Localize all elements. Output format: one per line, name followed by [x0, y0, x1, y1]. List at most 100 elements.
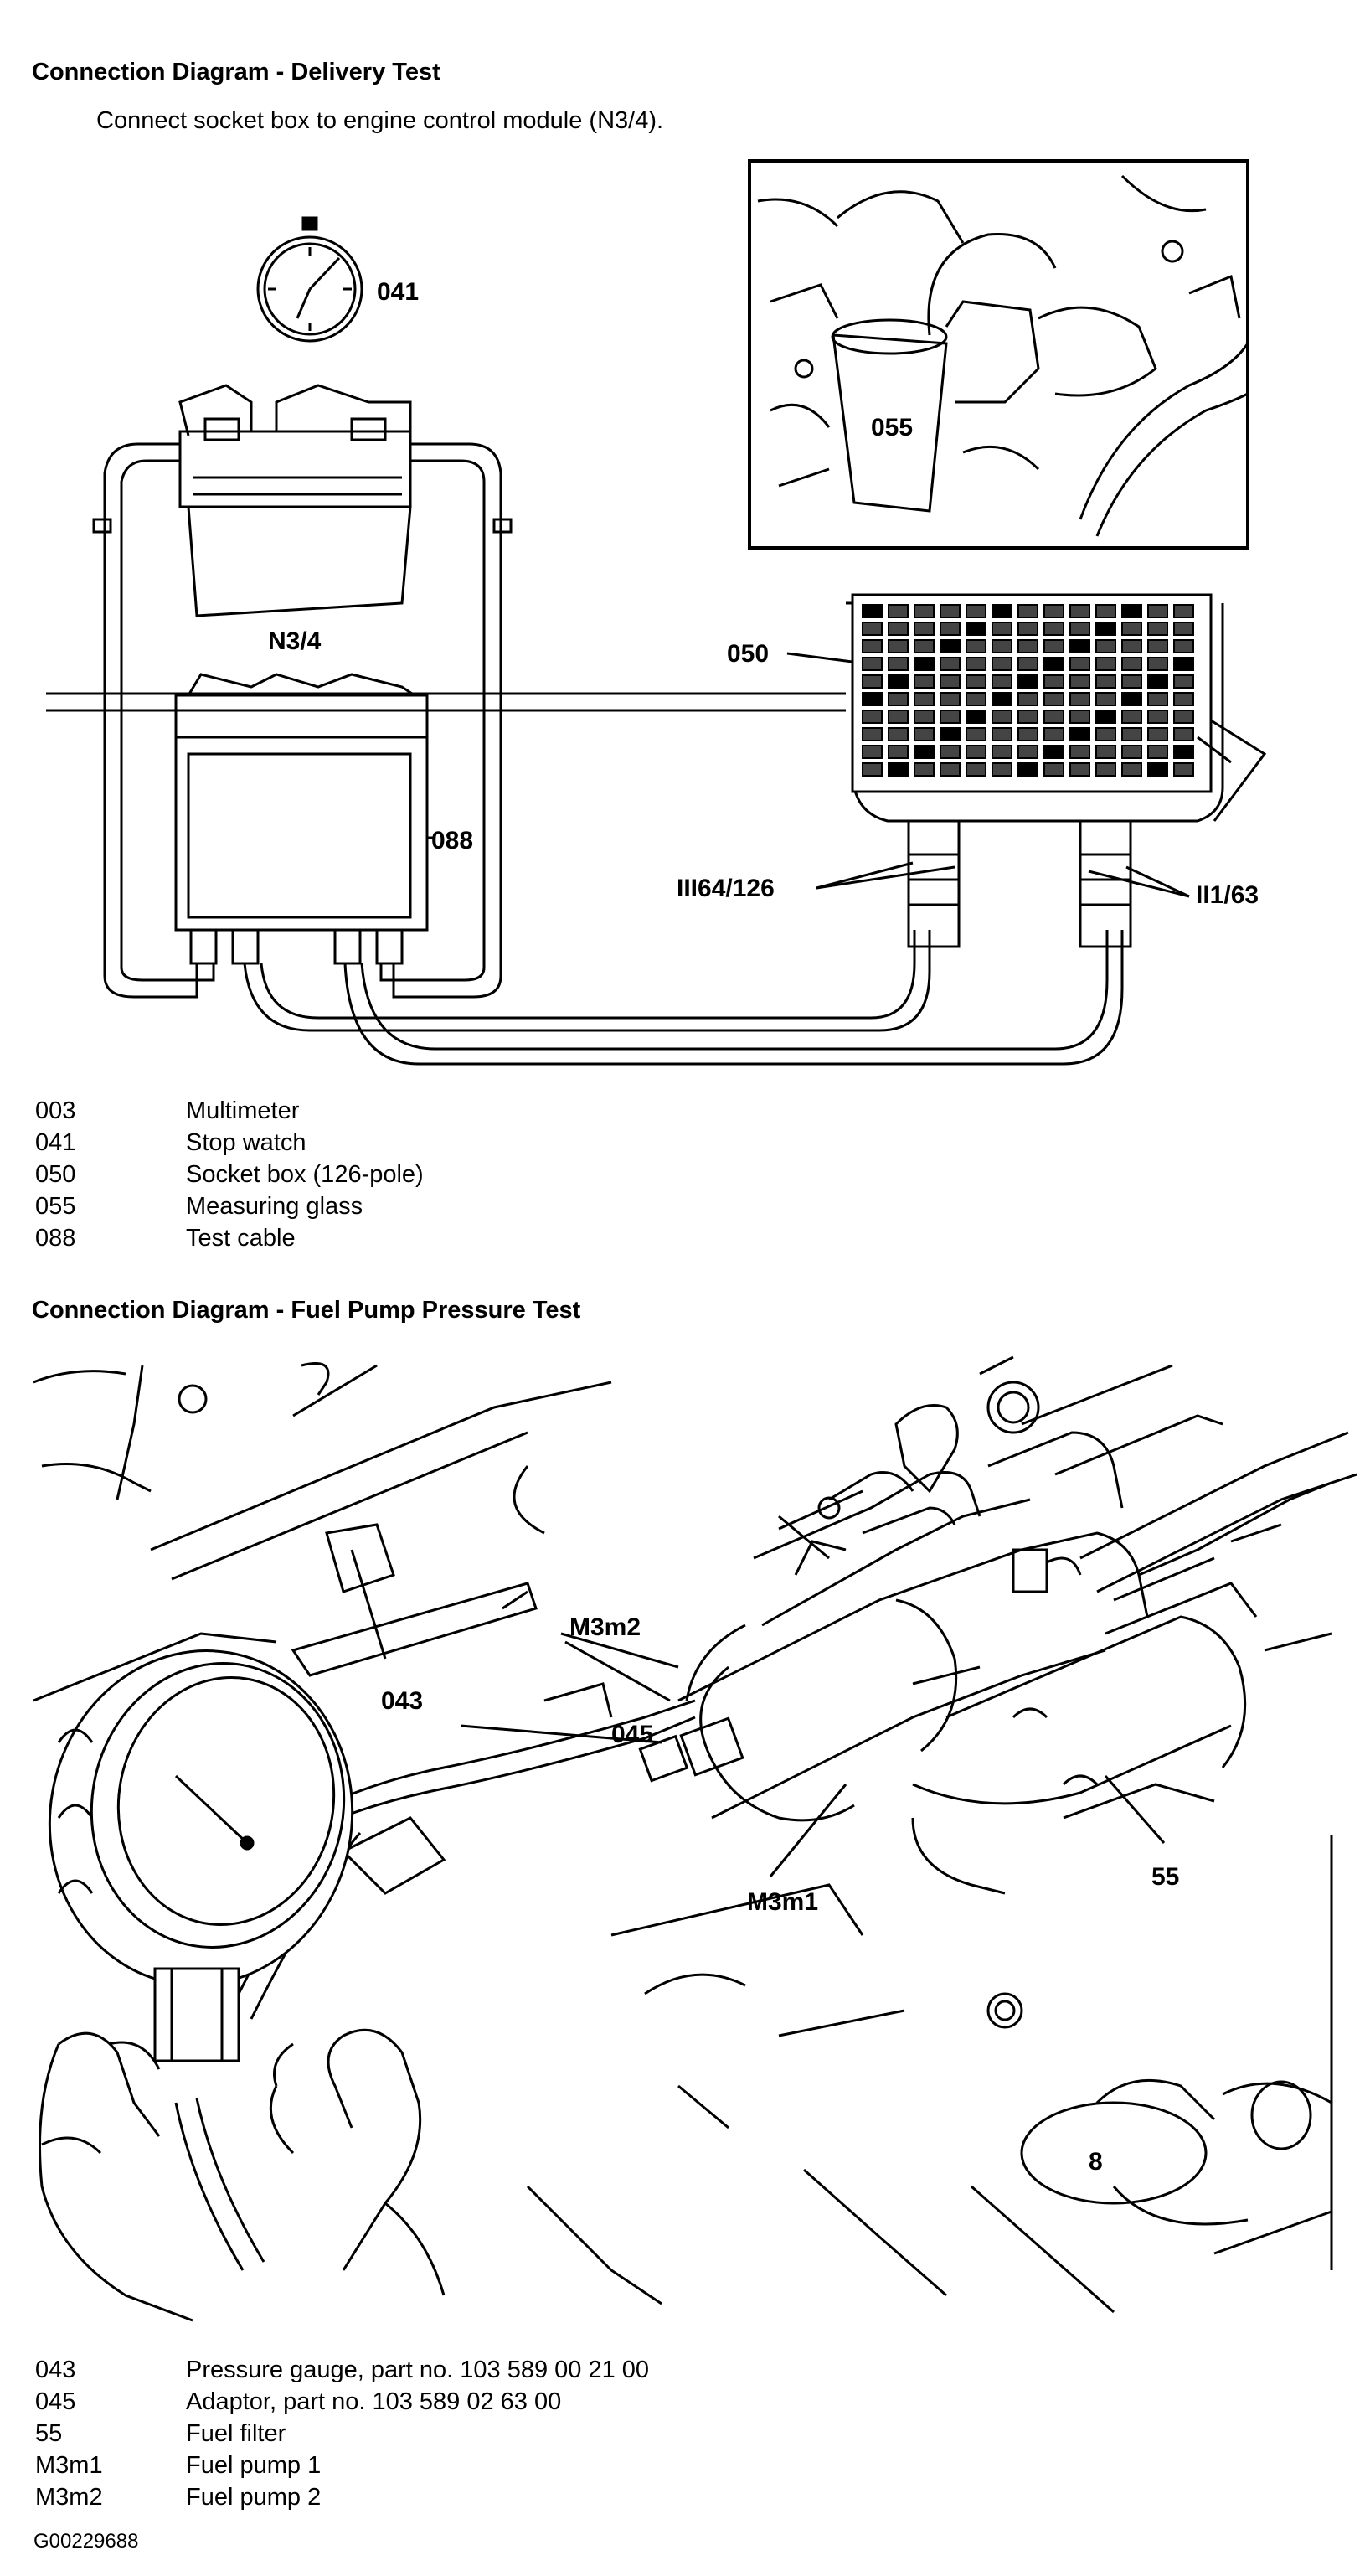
pressure-gauge-icon [25, 1627, 379, 2061]
socket-pin [863, 746, 882, 758]
socket-pin [889, 675, 908, 688]
connector-left-callout: III64/126 [677, 875, 775, 902]
socket-pin [992, 658, 1012, 670]
socket-pin [889, 640, 908, 653]
floor-mark-callout: 8 [1089, 2148, 1103, 2176]
socket-pin [1096, 622, 1115, 635]
hands-illustration [40, 2030, 445, 2320]
socket-pin [863, 763, 882, 776]
socket-pin [1122, 675, 1141, 688]
pump1-callout: M3m1 [747, 1888, 818, 1916]
socket-pin [966, 728, 986, 741]
fuel-filter-callout: 55 [1151, 1863, 1179, 1891]
socket-pin [1096, 710, 1115, 723]
measuring-glass-photo [749, 161, 1248, 548]
legend-desc: Stop watch [186, 1129, 306, 1156]
legend-code: 055 [35, 1193, 76, 1220]
legend-desc: Fuel pump 1 [186, 2452, 322, 2479]
socket-pin [1018, 763, 1038, 776]
socket-pin [1044, 763, 1064, 776]
socket-pin [1070, 746, 1089, 758]
socket-pin [863, 640, 882, 653]
socket-pin [1018, 605, 1038, 617]
socket-pin [940, 675, 960, 688]
socket-pin [940, 763, 960, 776]
socket-pin [914, 763, 934, 776]
legend-code: 003 [35, 1097, 76, 1124]
socket-pin [1148, 605, 1167, 617]
legend-code: M3m2 [35, 2484, 103, 2511]
socket-pin [889, 693, 908, 705]
ecm-callout: N3/4 [268, 627, 322, 655]
socket-pin [1070, 640, 1089, 653]
legend-desc: Pressure gauge, part no. 103 589 00 21 0… [186, 2357, 650, 2383]
socket-pin [1044, 658, 1064, 670]
socket-pin [1122, 746, 1141, 758]
socket-pin [1018, 746, 1038, 758]
socket-pin [914, 658, 934, 670]
socket-pin [1044, 693, 1064, 705]
socket-pin [940, 658, 960, 670]
socket-pin [889, 622, 908, 635]
socket-pin [1148, 710, 1167, 723]
legend-desc: Socket box (126-pole) [186, 1161, 424, 1188]
stopwatch-icon [258, 218, 362, 341]
socket-pin [1018, 622, 1038, 635]
socket-pin [1174, 622, 1193, 635]
socket-pin [863, 622, 882, 635]
socket-pin [940, 605, 960, 617]
socket-pin [1148, 675, 1167, 688]
ecm-module [180, 385, 410, 616]
gauge-callout: 043 [381, 1687, 423, 1715]
socket-pin [1148, 693, 1167, 705]
socket-pin [863, 675, 882, 688]
socket-pin [863, 693, 882, 705]
socket-pin [992, 728, 1012, 741]
legend-code: 088 [35, 1225, 76, 1252]
connector-right-callout: II1/63 [1196, 881, 1259, 909]
legend-code: 043 [35, 2357, 76, 2383]
socket-pin [914, 693, 934, 705]
socket-pin [1070, 728, 1089, 741]
legend-desc: Fuel pump 2 [186, 2484, 322, 2511]
socket-pin [940, 710, 960, 723]
socket-pin [992, 640, 1012, 653]
socket-pin [1174, 605, 1193, 617]
socket-pin [1044, 728, 1064, 741]
legend-code: M3m1 [35, 2452, 103, 2479]
socket-pin [1018, 640, 1038, 653]
socket-pin [1070, 693, 1089, 705]
socket-pin [940, 728, 960, 741]
socket-pin [1018, 675, 1038, 688]
fuel-pump-assembly [678, 1365, 1357, 1893]
legend-code: 050 [35, 1161, 76, 1188]
socket-pin [966, 746, 986, 758]
socket-pin [1148, 746, 1167, 758]
socket-pin [1122, 710, 1141, 723]
socket-pin [992, 675, 1012, 688]
socket-pin [966, 658, 986, 670]
socket-pin [889, 763, 908, 776]
socket-pin [1018, 658, 1038, 670]
socket-pin [966, 640, 986, 653]
delivery-test-diagram: 041 N3/4 088 [0, 151, 1365, 1081]
socket-grid [863, 605, 1193, 776]
socket-pin [1070, 710, 1089, 723]
socket-pin [966, 622, 986, 635]
socket-pin [1174, 746, 1193, 758]
socket-box [846, 595, 1265, 947]
socket-pin [992, 746, 1012, 758]
socket-pin [863, 710, 882, 723]
test-cable-adapter [176, 674, 427, 963]
socket-pin [1096, 728, 1115, 741]
socket-pin [940, 746, 960, 758]
socket-pin [1174, 675, 1193, 688]
socket-pin [1096, 763, 1115, 776]
figure-reference-id: G00229688 [33, 2530, 139, 2553]
socket-pin [1096, 658, 1115, 670]
socket-pin [1096, 675, 1115, 688]
socket-pin [966, 763, 986, 776]
socket-pin [914, 710, 934, 723]
legend-desc: Adaptor, part no. 103 589 02 63 00 [186, 2388, 562, 2415]
socket-pin [863, 728, 882, 741]
